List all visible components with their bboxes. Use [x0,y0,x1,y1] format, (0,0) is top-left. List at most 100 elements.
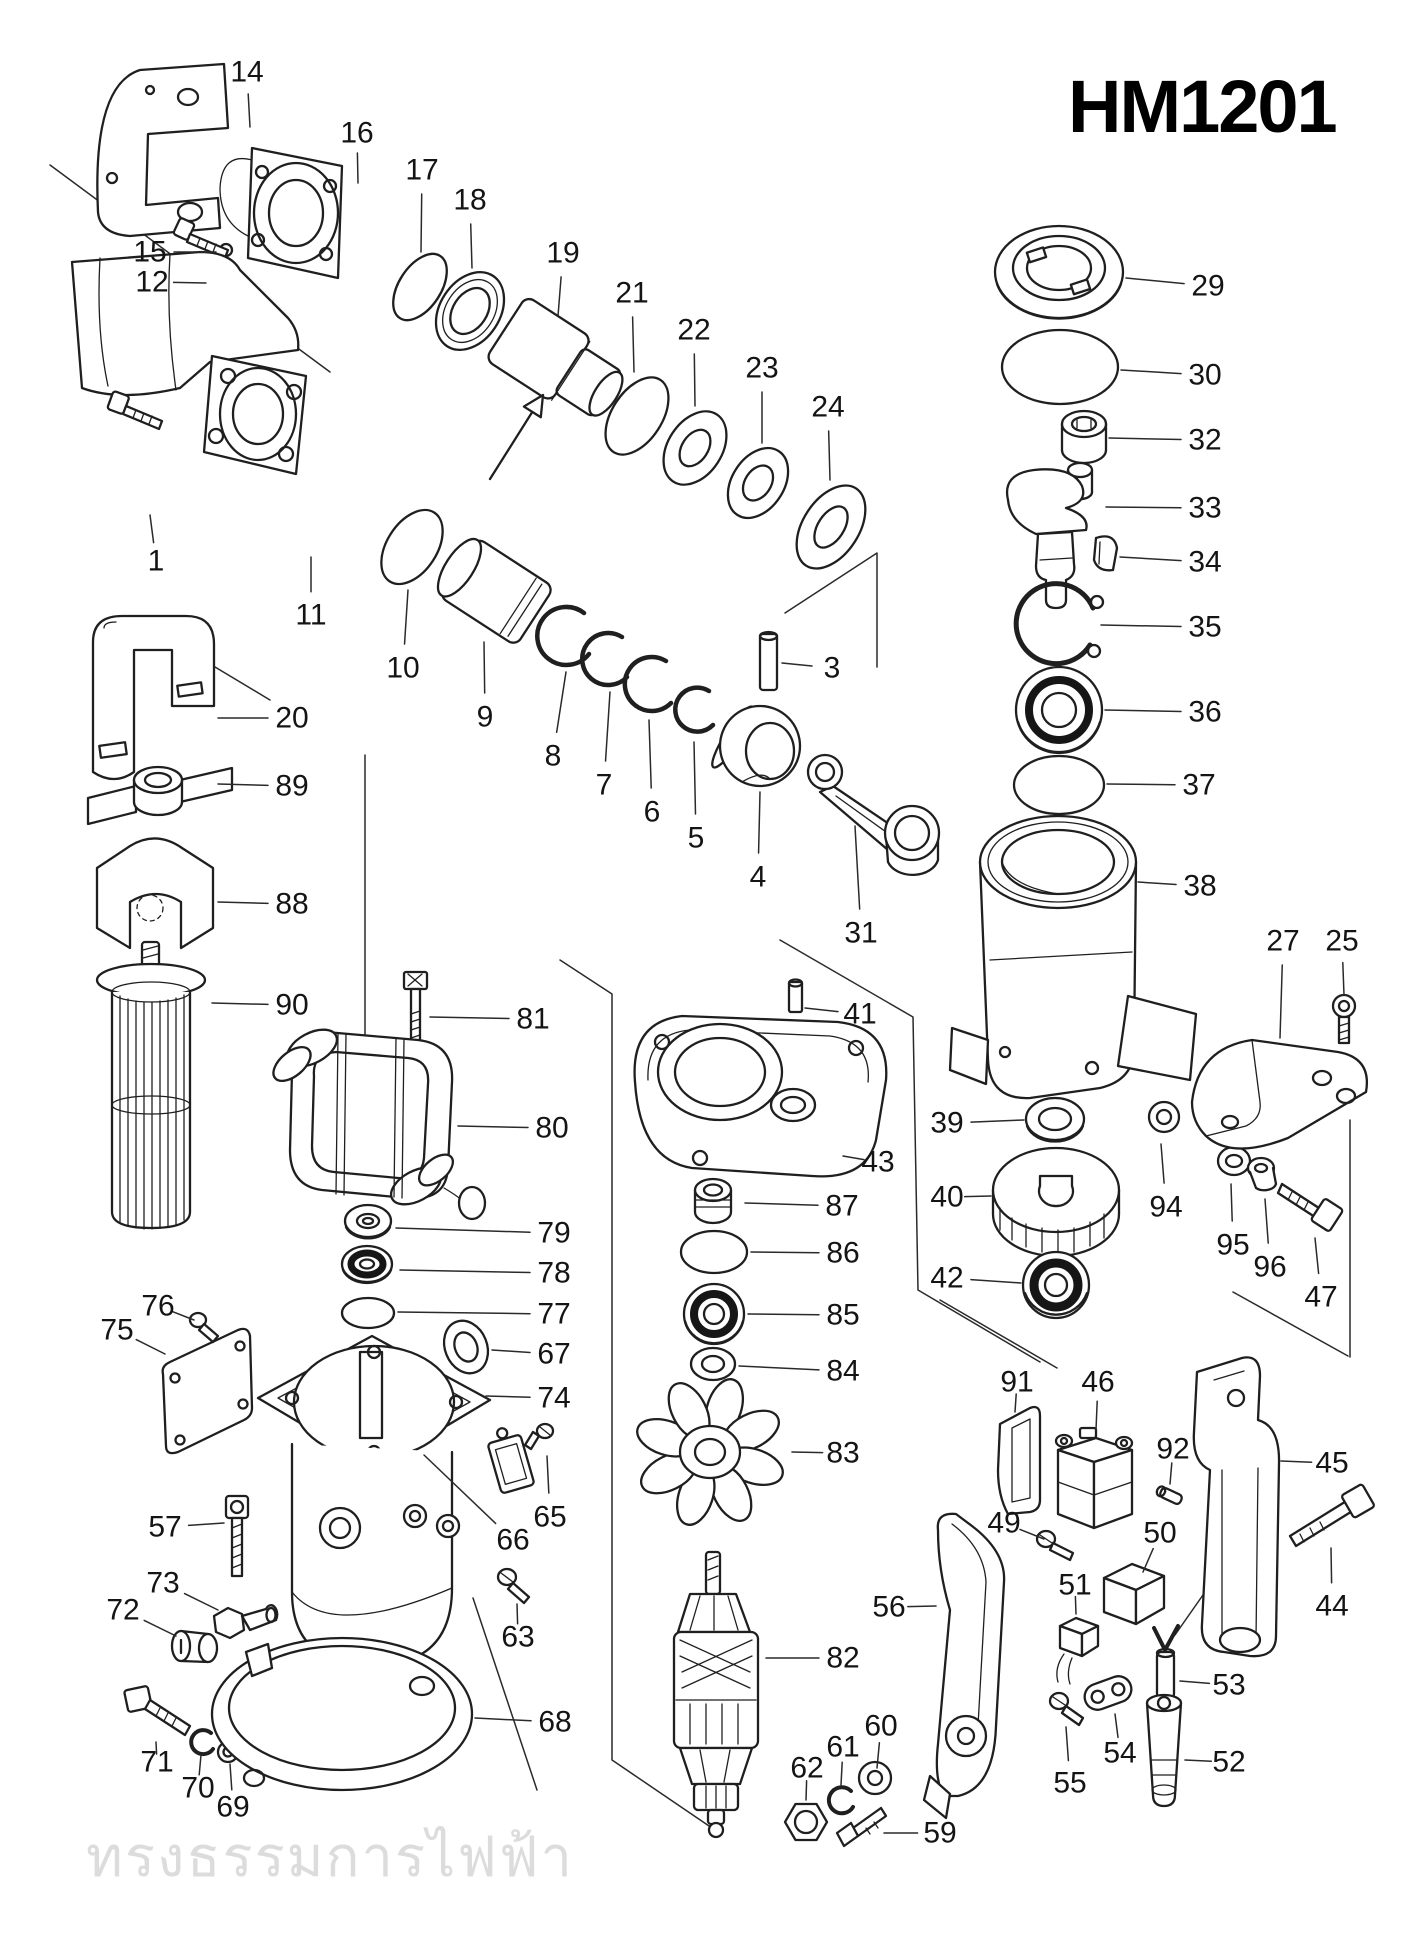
leader-line-12 [172,281,207,284]
part-70-lock-washer [189,1728,215,1757]
part-52-cord-guard [1145,1693,1183,1808]
leader-line-49 [1019,1528,1045,1540]
part-67-oil-seal [442,1319,490,1375]
leader-line-31 [854,825,861,910]
leader-line-51 [1074,1595,1077,1615]
part-91-deflector [996,1405,1042,1516]
leader-line-42 [970,1278,1022,1284]
part-33-crank-shaft [1005,461,1094,610]
leader-line-36 [1104,709,1182,713]
part-label-54: 54 [1103,1737,1136,1770]
arrow-head [522,393,545,419]
leader-line-10 [403,589,409,645]
part-27-bracket [1190,1038,1369,1150]
arrow-shaft [488,410,534,481]
part-label-69: 69 [216,1791,249,1824]
part-label-17: 17 [405,154,438,187]
leader-line-27 [1279,964,1284,1039]
leader-line-1 [149,514,155,544]
part-37-flat-washer [1012,754,1106,816]
part-87-sleeve [693,1177,733,1225]
leader-line-30 [1120,369,1182,375]
part-label-43: 43 [861,1146,894,1179]
leader-line-92 [1169,1462,1173,1485]
part-label-30: 30 [1188,359,1221,392]
part-label-50: 50 [1143,1517,1176,1550]
part-50-capacitor [1102,1562,1166,1626]
part-label-59: 59 [923,1817,956,1850]
leader-line-95 [1230,1183,1233,1222]
part-21-o-ring [604,376,670,456]
leader-line-91 [1014,1393,1017,1413]
leader-line-65 [546,1455,550,1494]
leader-line-22 [693,353,696,407]
part-90-filter [95,940,207,1230]
part-47-bolt [1276,1182,1344,1232]
part-57-bolt [224,1494,250,1578]
part-68-ring-band [210,1636,474,1792]
part-label-29: 29 [1191,270,1224,303]
leader-line-25 [1342,961,1345,996]
leader-line-68 [474,1717,532,1722]
part-label-21: 21 [615,277,648,310]
part-label-6: 6 [644,796,661,829]
part-label-68: 68 [538,1706,571,1739]
part-80-field-stator [272,1028,487,1221]
part-73-grease-nipple [212,1604,279,1640]
leader-line-90 [211,1002,269,1006]
part-31-connecting-rod [806,753,941,877]
part-label-19: 19 [546,237,579,270]
part-32-bushing [1060,409,1108,465]
part-label-10: 10 [386,652,419,685]
leader-line-78 [399,1269,531,1274]
part-60-washer [857,1760,893,1796]
leader-line-55 [1065,1726,1070,1762]
leader-line-14 [247,93,251,128]
part-label-4: 4 [750,861,767,894]
part-75-plate [161,1327,254,1455]
part-label-35: 35 [1188,611,1221,644]
part-label-86: 86 [826,1237,859,1270]
part-label-36: 36 [1188,696,1221,729]
leader-line-39 [970,1119,1025,1123]
leader-line-89 [217,783,269,787]
divider-line-10 [472,1597,538,1791]
part-label-74: 74 [537,1382,570,1415]
part-82-armature [672,1550,760,1839]
leader-line-17 [420,193,423,253]
leader-line-76 [171,1310,195,1321]
leader-line-46 [1095,1400,1098,1431]
part-label-3: 3 [824,652,841,685]
part-86-o-ring [679,1229,749,1275]
part-label-56: 56 [872,1591,905,1624]
leader-line-67 [491,1349,531,1354]
part-label-77: 77 [537,1298,570,1331]
part-6-piston-ring [622,654,674,714]
part-39-oil-seal [1024,1096,1086,1143]
part-3-piston-pin [758,630,779,692]
part-18-oil-seal [434,271,506,351]
leader-line-80 [457,1125,529,1129]
leader-line-85 [747,1313,820,1316]
part-95-ring [1216,1145,1252,1177]
part-63-screw [496,1567,531,1605]
part-62-nut [783,1802,829,1842]
part-label-92: 92 [1156,1433,1189,1466]
part-label-34: 34 [1188,546,1221,579]
part-11-cylinder-housing [70,250,308,476]
leader-line-81 [429,1016,510,1020]
leader-line-56 [907,1605,937,1608]
part-label-78: 78 [537,1257,570,1290]
leader-line-5 [693,741,697,815]
part-66-brush-holder [487,1427,535,1494]
part-40-rotor-disc [991,1146,1121,1258]
part-81-bolt [402,970,429,1043]
leader-line-84 [738,1365,820,1371]
part-label-73: 73 [146,1567,179,1600]
leader-line-66 [423,1454,497,1525]
leader-line-50 [1142,1547,1154,1573]
part-4-piston [711,704,802,788]
leader-line-47 [1314,1237,1320,1275]
part-85-ball-bearing [682,1282,746,1346]
